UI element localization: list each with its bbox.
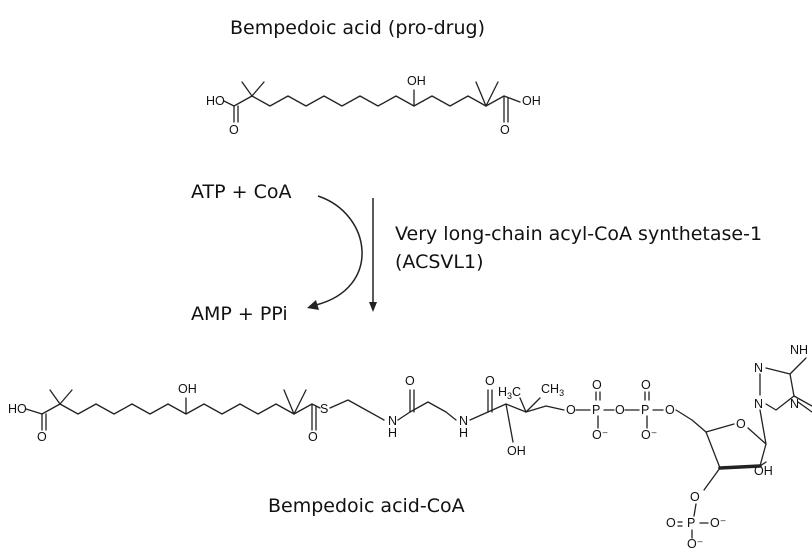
left-carbonyl-oxygen-label: O <box>229 123 239 137</box>
adenine-n7-label: N <box>754 361 763 375</box>
enzyme-name: Very long-chain acyl-CoA synthetase-1 <box>395 223 762 245</box>
ester-oxygen-2-label: O <box>665 403 675 417</box>
amide1-oxygen-label: O <box>405 374 415 388</box>
amide2-nitrogen-label: N <box>459 414 468 428</box>
adenine-n-label: N <box>790 397 799 411</box>
bempedoic-acid-coa-structure: HO O OH O S N H O N H O H3C CH3 OH O P O… <box>8 343 812 548</box>
ribose-3-oxygen-label: O <box>690 490 700 504</box>
coa-left-hydroxyl-label: HO <box>8 402 27 416</box>
amide2-hydrogen-label: H <box>459 426 468 440</box>
phosphate-3-oxygen-label: O <box>666 516 676 530</box>
prodrug-title: Bempedoic acid (pro-drug) <box>230 17 485 39</box>
central-hydroxyl-label: OH <box>407 74 426 88</box>
methyl-b-text: CH <box>541 382 559 396</box>
byproducts-label: AMP + PPi <box>191 303 288 325</box>
substrates-label: ATP + CoA <box>191 181 291 203</box>
ester-oxygen-1-label: O <box>566 403 576 417</box>
phosphate-1-anion-label: O⁻ <box>592 428 608 442</box>
ribose-ring-oxygen-label: O <box>736 417 746 431</box>
product-title: Bempedoic acid-CoA <box>268 495 465 517</box>
cofactor-curved-arrow <box>307 195 363 310</box>
left-hydroxyl-label: HO <box>206 94 225 108</box>
phosphorus-2-label: P <box>641 403 649 417</box>
reaction-arrow <box>369 198 377 312</box>
methyl-b-subscript: 3 <box>559 388 564 398</box>
bridge-oxygen-label: O <box>615 403 625 417</box>
pantoate-hydroxyl-label: OH <box>507 444 526 458</box>
methyl-a-text: H <box>498 385 507 399</box>
phosphate-3-anion-b-label: O⁻ <box>687 537 703 548</box>
phosphorus-1-label: P <box>592 403 600 417</box>
thioester-oxygen-label: O <box>308 430 318 444</box>
amide1-hydrogen-label: H <box>388 426 397 440</box>
adenine-amine-label: NH <box>790 343 808 357</box>
coa-central-hydroxyl-label: OH <box>178 382 197 396</box>
coa-left-carbonyl-oxygen-label: O <box>37 430 47 444</box>
right-carbonyl-oxygen-label: O <box>500 123 510 137</box>
right-hydroxyl-label: OH <box>522 94 541 108</box>
bempedoic-acid-structure: HO O OH O OH <box>206 74 541 137</box>
methyl-a-carbon: C <box>512 385 521 399</box>
phosphorus-3-label: P <box>687 516 695 530</box>
phosphate-3-anion-a-label: O⁻ <box>710 516 726 530</box>
adenine-n9-label: N <box>754 397 763 411</box>
phosphate-1-oxygen-label: O <box>592 378 602 392</box>
phosphate-2-anion-label: O⁻ <box>641 428 657 442</box>
phosphate-2-oxygen-label: O <box>641 378 651 392</box>
amide1-nitrogen-label: N <box>388 414 397 428</box>
methyl-a-label: H3C <box>498 385 521 401</box>
methyl-a-subscript: 3 <box>507 391 512 401</box>
enzyme-abbreviation: (ACSVL1) <box>395 251 484 273</box>
thioester-sulfur-label: S <box>320 402 328 416</box>
amide2-oxygen-label: O <box>485 374 495 388</box>
methyl-b-label: CH3 <box>541 382 564 398</box>
